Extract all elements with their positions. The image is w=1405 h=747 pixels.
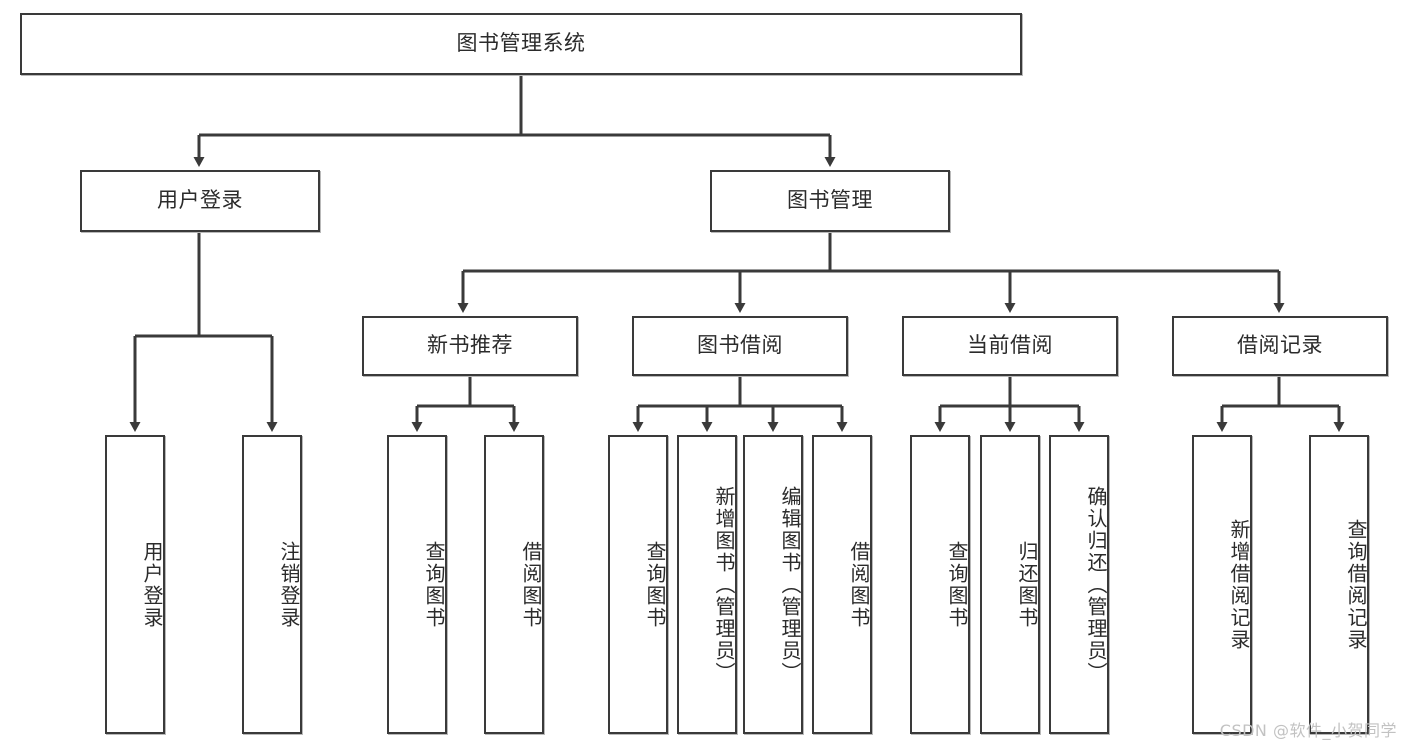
leaf-current-confirm-return-admin[interactable]: 确认归还（管理员） bbox=[1049, 435, 1109, 734]
node-book-management[interactable]: 图书管理 bbox=[710, 170, 950, 232]
leaf-borrow-edit-book-admin[interactable]: 编辑图书（管理员） bbox=[743, 435, 803, 734]
node-label: 图书借阅 bbox=[697, 333, 783, 358]
node-label: 借阅记录 bbox=[1237, 333, 1323, 358]
node-user-login[interactable]: 用户登录 bbox=[80, 170, 320, 232]
leaf-current-return-book[interactable]: 归还图书 bbox=[980, 435, 1040, 734]
leaf-user-login-logout[interactable]: 注销登录 bbox=[242, 435, 302, 734]
node-book-borrow[interactable]: 图书借阅 bbox=[632, 316, 848, 376]
node-label: 借阅图书 bbox=[847, 540, 871, 629]
leaf-records-add-record[interactable]: 新增借阅记录 bbox=[1192, 435, 1252, 734]
node-label: 编辑图书（管理员） bbox=[778, 485, 802, 684]
node-current-borrow[interactable]: 当前借阅 bbox=[902, 316, 1118, 376]
node-label: 新增图书（管理员） bbox=[712, 485, 736, 684]
node-label: 当前借阅 bbox=[967, 333, 1053, 358]
node-label: 确认归还（管理员） bbox=[1084, 485, 1108, 684]
leaf-borrow-add-book-admin[interactable]: 新增图书（管理员） bbox=[677, 435, 737, 734]
leaf-new-book-query[interactable]: 查询图书 bbox=[387, 435, 447, 734]
node-label: 图书管理 bbox=[787, 188, 873, 213]
node-label: 用户登录 bbox=[140, 540, 164, 629]
node-root-system[interactable]: 图书管理系统 bbox=[20, 13, 1022, 75]
node-label: 新书推荐 bbox=[427, 333, 513, 358]
node-label: 借阅图书 bbox=[519, 540, 543, 629]
csdn-watermark: CSDN @软件_小贺同学 bbox=[1219, 721, 1397, 740]
node-label: 查询借阅记录 bbox=[1344, 518, 1368, 651]
node-label: 归还图书 bbox=[1015, 540, 1039, 629]
node-new-book-recommend[interactable]: 新书推荐 bbox=[362, 316, 578, 376]
leaf-borrow-borrow-book[interactable]: 借阅图书 bbox=[812, 435, 872, 734]
leaf-borrow-query-book[interactable]: 查询图书 bbox=[608, 435, 668, 734]
leaf-new-book-borrow[interactable]: 借阅图书 bbox=[484, 435, 544, 734]
leaf-user-login-login[interactable]: 用户登录 bbox=[105, 435, 165, 734]
node-label: 图书管理系统 bbox=[456, 31, 586, 56]
node-label: 查询图书 bbox=[643, 540, 667, 629]
node-label: 查询图书 bbox=[422, 540, 446, 629]
node-label: 注销登录 bbox=[277, 540, 301, 629]
node-borrow-records[interactable]: 借阅记录 bbox=[1172, 316, 1388, 376]
node-label: 新增借阅记录 bbox=[1227, 518, 1251, 651]
node-label: 用户登录 bbox=[157, 188, 243, 213]
leaf-records-query-record[interactable]: 查询借阅记录 bbox=[1309, 435, 1369, 734]
leaf-current-query-book[interactable]: 查询图书 bbox=[910, 435, 970, 734]
node-label: 查询图书 bbox=[945, 540, 969, 629]
